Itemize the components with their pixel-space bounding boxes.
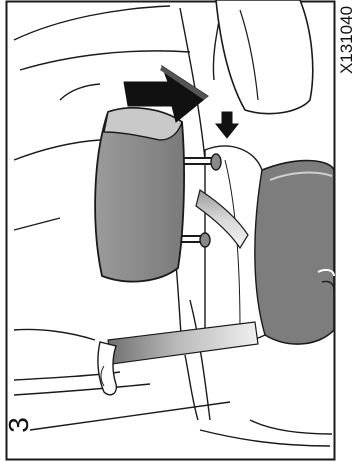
small-arrow-down-icon <box>216 112 238 138</box>
seat-back-upper <box>216 0 313 114</box>
image-code: X131040 <box>337 6 356 74</box>
seat-belt-lower <box>98 322 258 395</box>
headrest <box>95 108 184 282</box>
seat-backrest <box>253 161 334 345</box>
step-number: 3 <box>3 417 34 433</box>
